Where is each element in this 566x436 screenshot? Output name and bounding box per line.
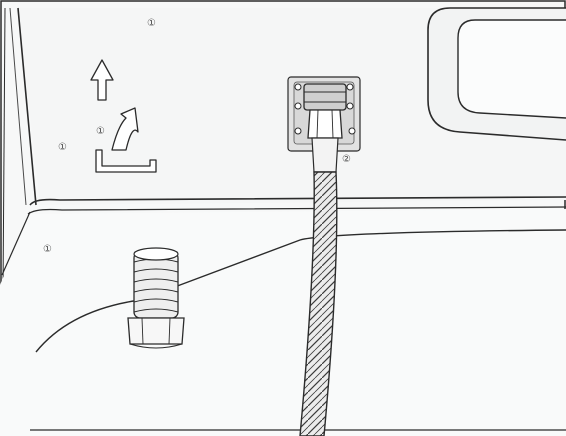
floor-curve: [35, 229, 566, 353]
panel-ledge-lower: [27, 206, 566, 215]
door-window: [457, 19, 566, 119]
connector-thread-2: [133, 268, 179, 273]
hose-hex-nut: [307, 109, 343, 139]
hose-hex-nut-facet-2: [331, 109, 334, 139]
callout-panel-left: ①: [58, 142, 67, 153]
bracket-screw-hole-bottom-right: [348, 127, 356, 135]
connector-shadow: [129, 343, 183, 349]
callout-floor-mark: ①: [43, 244, 52, 255]
connector-hex-facet-1: [141, 317, 144, 345]
floor-surface: [0, 209, 566, 436]
connector-top-opening: [133, 247, 179, 261]
panel-ledge: [29, 196, 566, 206]
up-arrow-icon: [90, 59, 114, 101]
hose-collar: [311, 137, 339, 173]
braided-hose-icon: [299, 171, 338, 436]
connector-thread-6: [133, 308, 179, 313]
curved-arrow-icon: [111, 107, 139, 151]
callout-arrow-mark: ①: [96, 126, 105, 137]
hose-hex-nut-facet-1: [316, 109, 319, 139]
bracket-screw-hole-top-left: [294, 83, 302, 91]
connector-hex-base: [127, 317, 185, 345]
bracket-screw-hole-mid-right: [346, 102, 354, 110]
bracket-screw-hole-bottom-left: [294, 127, 302, 135]
connector-thread-4: [133, 288, 179, 293]
tray-bracket-icon: [95, 149, 157, 173]
callout-panel-top: ①: [147, 18, 156, 29]
bracket-screw-hole-top-right: [346, 83, 354, 91]
connector-thread-3: [133, 278, 179, 283]
callout-bracket-label: ②: [342, 154, 351, 165]
connector-hex-facet-2: [168, 317, 171, 345]
bracket-screw-hole-mid-left: [294, 102, 302, 110]
left-wall-lower-edge: [1, 211, 31, 276]
threaded-connector-icon: [133, 251, 179, 319]
left-wall-inner-edge: [9, 7, 27, 206]
left-wall-edge-top: [17, 7, 37, 206]
connector-thread-5: [133, 298, 179, 303]
hose-coupling-block: [303, 83, 347, 111]
